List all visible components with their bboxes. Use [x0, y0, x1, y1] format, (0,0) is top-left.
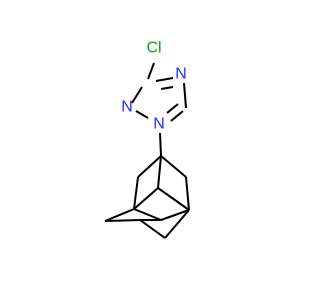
bond-ad-6: [133, 187, 159, 210]
atom-labels: Cl N N N: [121, 40, 187, 133]
bond-ad-2: [160, 155, 187, 178]
bond-c3-n2: [131, 86, 143, 104]
bond-ad-3: [157, 155, 162, 189]
bond-ad-7: [157, 187, 190, 211]
bond-c5-n1: [170, 110, 184, 122]
atom-label-n2: N: [121, 99, 133, 116]
bond-c3-cl: [147, 62, 155, 80]
bond-n1-n2: [135, 110, 149, 119]
bond-ad-1: [137, 155, 162, 178]
bond-ad-9: [133, 208, 162, 221]
bond-ad-8: [104, 208, 135, 222]
atom-label-n4: N: [175, 66, 187, 83]
bond-ad-11: [104, 219, 141, 222]
bond-layer: [104, 62, 190, 239]
bond-c5-n1-double: [166, 103, 179, 114]
bond-n1-adamantyl: [159, 132, 162, 157]
structure-canvas: Cl N N N: [104, 39, 190, 239]
bond-ad-5: [185, 176, 190, 211]
atom-label-n1: N: [153, 116, 165, 133]
atom-label-chlorine: Cl: [146, 40, 161, 57]
chemical-structure-diagram: Cl N N N: [104, 40, 190, 239]
bond-c3-n4: [155, 77, 174, 82]
bond-ad-10: [160, 209, 190, 221]
bond-ad-13: [139, 219, 166, 239]
bond-n4-c5: [183, 82, 187, 109]
bond-ad-4: [133, 176, 139, 210]
bond-c3-n4-double: [160, 86, 174, 90]
bond-ad-14: [164, 209, 190, 239]
